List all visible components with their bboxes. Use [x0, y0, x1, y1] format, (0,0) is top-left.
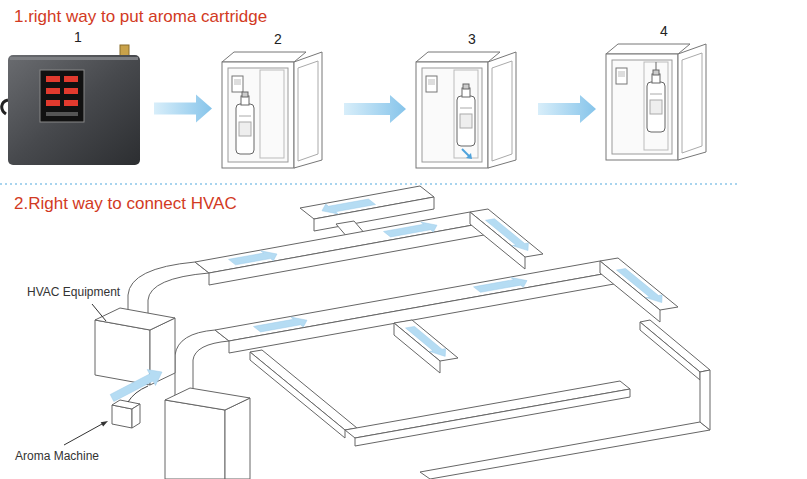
step-cabinet — [222, 52, 322, 168]
step-arrow — [538, 95, 596, 123]
step-panel: 3 — [412, 30, 532, 166]
step-panel: 1 — [8, 28, 148, 165]
step-number: 4 — [602, 22, 726, 40]
airflow-arrows — [110, 199, 662, 401]
step-number: 3 — [412, 30, 532, 48]
duct-network — [95, 186, 710, 479]
step-number: 1 — [8, 28, 148, 46]
leader-arrowhead — [101, 421, 108, 427]
part-label: Aroma Machine — [15, 449, 99, 463]
step-arrow — [154, 95, 212, 123]
step-number: 2 — [218, 30, 338, 48]
step-panel: 4 — [602, 22, 726, 166]
section-heading: 1.right way to put aroma cartridge — [14, 7, 267, 27]
aroma-machine-photo — [2, 45, 140, 165]
step-panel: 2 — [218, 30, 338, 166]
step-arrow — [344, 95, 406, 123]
leader-line — [64, 424, 102, 445]
step-cabinet — [416, 52, 516, 168]
part-label: HVAC Equipment — [27, 285, 120, 299]
section-divider — [0, 183, 740, 185]
step-cabinet — [606, 44, 706, 160]
section-heading: 2.Right way to connect HVAC — [14, 194, 237, 214]
leader-line — [92, 304, 106, 321]
